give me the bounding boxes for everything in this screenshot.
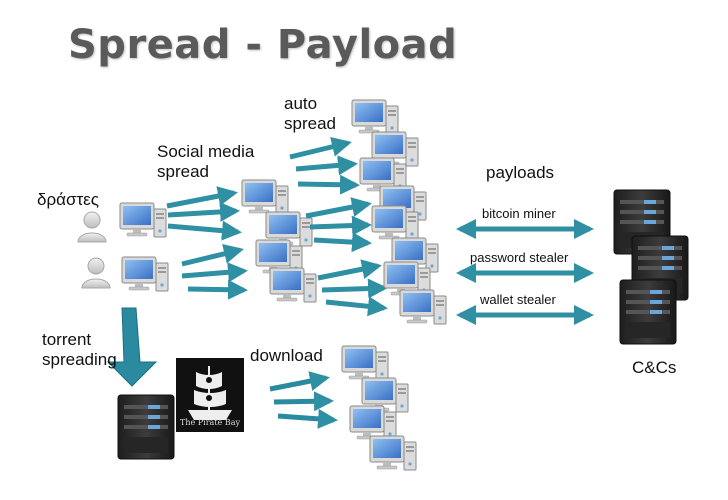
- auto-spread-arrows: [289, 137, 388, 317]
- server-icon-torrent: [117, 394, 175, 460]
- page-title: Spread - Payload: [68, 22, 458, 68]
- payload-item-wallet-stealer: wallet stealer: [480, 292, 556, 307]
- actors-label: δράστες: [37, 190, 99, 209]
- computer-icon-download-3: [349, 405, 397, 441]
- computer-icon-auto-8: [399, 289, 447, 325]
- download-label: download: [250, 346, 323, 365]
- user-icon-2: [81, 257, 111, 289]
- pirate-ship-icon: [176, 358, 244, 432]
- computer-icon-download-1: [341, 345, 389, 381]
- computer-icon-mid-1: [241, 179, 289, 215]
- computer-icon-auto-1: [351, 99, 399, 135]
- social-spread-arrows: [166, 186, 248, 300]
- payloads-label: payloads: [486, 163, 555, 182]
- server-icon-cnc-3: [619, 279, 677, 345]
- payload-arrows: [456, 219, 594, 325]
- auto-spread-label: auto spread: [284, 94, 336, 133]
- cnc-label: C&Cs: [632, 358, 677, 377]
- social-spread-label: Social media spread: [157, 142, 255, 181]
- torrent-spreading-label: torrent spreading: [42, 330, 117, 369]
- payload-item-password-stealer: password stealer: [470, 250, 569, 265]
- pirate-bay-logo-text: The Pirate Bay: [180, 418, 240, 427]
- download-arrows: [269, 371, 338, 429]
- computer-icon-attacker-1: [119, 202, 167, 238]
- computer-icon-mid-4: [269, 267, 317, 303]
- computer-icon-download-4: [369, 435, 417, 471]
- computer-icon-attacker-2: [121, 256, 169, 292]
- torrent-arrow: [106, 307, 158, 387]
- user-icon-1: [77, 211, 107, 243]
- payload-item-bitcoin-miner: bitcoin miner: [482, 206, 556, 221]
